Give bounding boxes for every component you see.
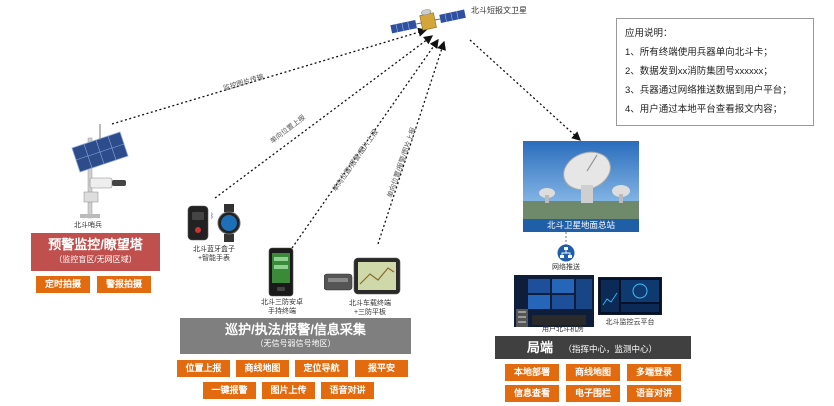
patrol-btn-photo-upload[interactable]: 图片上传 <box>262 382 315 399</box>
notes-item: 2、数据发到xx消防集团号xxxxxx； <box>625 66 773 77</box>
server-room-photo <box>514 275 594 327</box>
bureau-btn-geofence[interactable]: 电子围栏 <box>566 385 620 402</box>
link-handheld <box>291 38 439 249</box>
link-tower <box>111 27 428 125</box>
network-icon <box>557 244 575 262</box>
patrol-btn-offline-map[interactable]: 商线地图 <box>236 360 289 377</box>
handheld-caption-1: 北斗三防安卓 <box>261 299 303 306</box>
patrol-banner: 巡护/执法/报警/信息采集 （无信号弱信号地区） <box>180 318 411 354</box>
server-room-caption: 用户北斗机房 <box>542 326 584 333</box>
patrol-btn-location-report[interactable]: 位置上报 <box>177 360 230 377</box>
satellite-label: 北斗短报文卫星 <box>471 6 527 15</box>
notes-item: 4、用户通过本地平台查看报文内容； <box>625 104 783 115</box>
svg-text:ᛒ: ᛒ <box>210 212 214 220</box>
patrol-subtitle: （无信号弱信号地区） <box>255 339 336 348</box>
patrol-btn-voice-talk[interactable]: 语音对讲 <box>321 382 374 399</box>
notes-title: 应用说明： <box>625 28 673 39</box>
bureau-btn-multi-login[interactable]: 多端登录 <box>627 364 681 381</box>
cloud-platform-caption: 北斗监控云平台 <box>605 319 655 326</box>
patrol-btn-sos[interactable]: 一键报警 <box>203 382 256 399</box>
watch-caption-1: 北斗蓝牙盒子 <box>193 246 235 253</box>
satellite-icon <box>389 8 467 35</box>
patrol-title: 巡护/执法/报警/信息采集 <box>225 322 366 337</box>
bureau-banner: 局端 （指挥中心，监测中心） <box>495 336 691 359</box>
watch-caption-2: +智能手表 <box>197 255 231 262</box>
tower-caption: 北斗哨兵 <box>74 222 102 229</box>
bureau-btn-offline-map[interactable]: 商线地图 <box>566 364 620 381</box>
handheld-caption-2: 手持终端 <box>268 308 296 315</box>
patrol-btn-safety-report[interactable]: 报平安 <box>355 360 408 377</box>
patrol-btn-navigation[interactable]: 定位导航 <box>295 360 348 377</box>
ground-station-photo <box>523 141 639 219</box>
vehicle-caption-2: +三防平板 <box>353 309 387 316</box>
tower-banner: 预警监控/瞭望塔 （监控盲区/无网区域） <box>31 233 160 271</box>
cloud-platform-screen <box>598 277 662 315</box>
bureau-btn-local-deploy[interactable]: 本地部署 <box>505 364 559 381</box>
link-station <box>469 39 581 141</box>
tower-title: 预警监控/瞭望塔 <box>48 237 143 252</box>
handheld-terminal-icon <box>268 247 294 297</box>
notes-item: 1、所有终端使用兵器单向北斗卡； <box>625 47 773 58</box>
bureau-btn-voice-talk[interactable]: 语音对讲 <box>627 385 681 402</box>
bureau-btn-info-view[interactable]: 信息查看 <box>505 385 559 402</box>
sentinel-tower-icon <box>71 124 129 219</box>
vehicle-caption-1: 北斗车载终端 <box>349 300 391 307</box>
notes-item: 3、兵器通过网络推送数据到用户平台； <box>625 85 792 96</box>
tower-subtitle: （监控盲区/无网区域） <box>54 255 137 264</box>
link-vehicle <box>377 40 446 245</box>
tower-btn-alarm-capture[interactable]: 警报拍摄 <box>97 276 151 293</box>
bureau-title: 局端 <box>527 340 554 355</box>
network-label: 网络推送 <box>552 264 580 271</box>
vehicle-terminal-tablet-icon <box>324 257 401 295</box>
ground-station-label: 北斗卫星地面总站 <box>523 219 639 232</box>
bureau-subtitle: （指挥中心，监测中心） <box>563 344 657 354</box>
link-watch <box>214 35 434 199</box>
application-notes: 应用说明： 1、所有终端使用兵器单向北斗卡； 2、数据发到xx消防集团号xxxx… <box>616 18 814 126</box>
bluetooth-box-watch-icon: ᛒ <box>187 204 241 242</box>
tower-btn-scheduled-capture[interactable]: 定时拍摄 <box>36 276 90 293</box>
